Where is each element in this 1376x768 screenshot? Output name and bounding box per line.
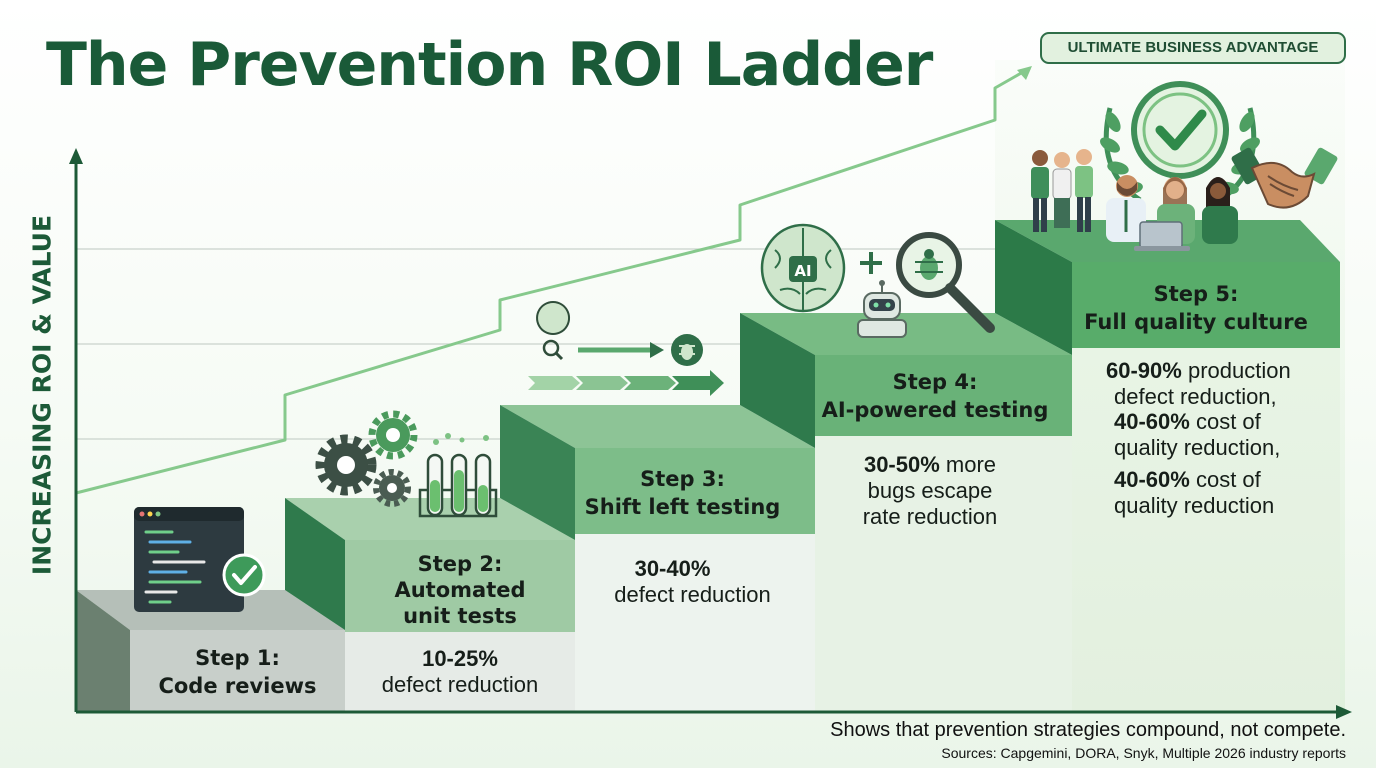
step-5-number: Step 5: [1153, 282, 1239, 306]
gridlines [76, 248, 995, 440]
step-4-label: Step 4: AI-powered testing [815, 369, 1055, 423]
code-editor-check-icon [134, 507, 266, 612]
ai-brain-robot-bug-search-icon: AI [760, 223, 995, 338]
step-4-name: AI-powered testing [821, 398, 1049, 422]
axes [69, 148, 1352, 719]
step-2-label: Step 2: Automated unit tests [345, 551, 575, 629]
footnote: Shows that prevention strategies compoun… [830, 719, 1346, 741]
step-4-number: Step 4: [892, 370, 978, 394]
step-4-desc-line1: 30-50% more [863, 452, 997, 477]
step-2-number: Step 2: [417, 552, 503, 576]
roi-trend-line [75, 66, 1031, 495]
step-1-name: Code reviews [158, 674, 317, 698]
sources-note: Sources: Capgemini, DORA, Snyk, Multiple… [941, 745, 1346, 761]
step-1-label: Step 1: Code reviews [130, 645, 345, 699]
svg-text:AI: AI [794, 262, 811, 280]
step-3-description: 30-40% defect reduction [575, 556, 810, 608]
step-2-description: 10-25% defect reduction [345, 646, 575, 698]
step-4-desc-line2: bugs escape [867, 478, 993, 503]
search-arrow-bug-icon [528, 301, 724, 396]
step-3-number: Step 3: [640, 467, 725, 491]
step-5-name: Full quality culture [1084, 310, 1308, 334]
step-5-desc-line4: quality reduction, [1114, 434, 1281, 460]
step-3-label: Step 3: Shift left testing [575, 466, 790, 520]
team-laurel-check-handshake-icon [1031, 81, 1338, 251]
step-3-desc-line1: 30-40% [634, 556, 711, 581]
step-3-desc-line2: defect reduction [614, 582, 771, 607]
step-5-desc-line5: 40-60% cost of [1114, 467, 1261, 492]
trend-arrowhead [1017, 66, 1032, 80]
step-1-number: Step 1: [195, 646, 280, 670]
ultimate-advantage-badge: ULTIMATE BUSINESS ADVANTAGE [1040, 32, 1346, 64]
step-5-label: Step 5: Full quality culture [1072, 281, 1320, 335]
step-5-description: 60-90% production defect reduction, 40-6… [1092, 358, 1322, 518]
step-3-name: Shift left testing [584, 495, 781, 519]
step-4-description: 30-50% more bugs escape rate reduction [830, 452, 1030, 530]
step-5-desc-line6: quality reduction [1114, 492, 1275, 518]
gears-test-tubes-icon [315, 410, 498, 518]
step-5-desc-line1: 60-90% production [1106, 358, 1291, 383]
step-2-desc-line2: defect reduction [381, 672, 539, 697]
step-2-name-line2: unit tests [403, 604, 517, 628]
step-2-desc-line1: 10-25% [422, 646, 498, 671]
step-2-name-line1: Automated [394, 578, 526, 602]
y-axis-label: INCREASING ROI & VALUE [27, 214, 57, 576]
step-4-desc-line3: rate reduction [862, 504, 998, 529]
step-5-desc-line2: defect reduction, [1114, 383, 1277, 409]
step-5-desc-line3: 40-60% cost of [1114, 409, 1261, 434]
page-title: The Prevention ROI Ladder [46, 30, 933, 100]
